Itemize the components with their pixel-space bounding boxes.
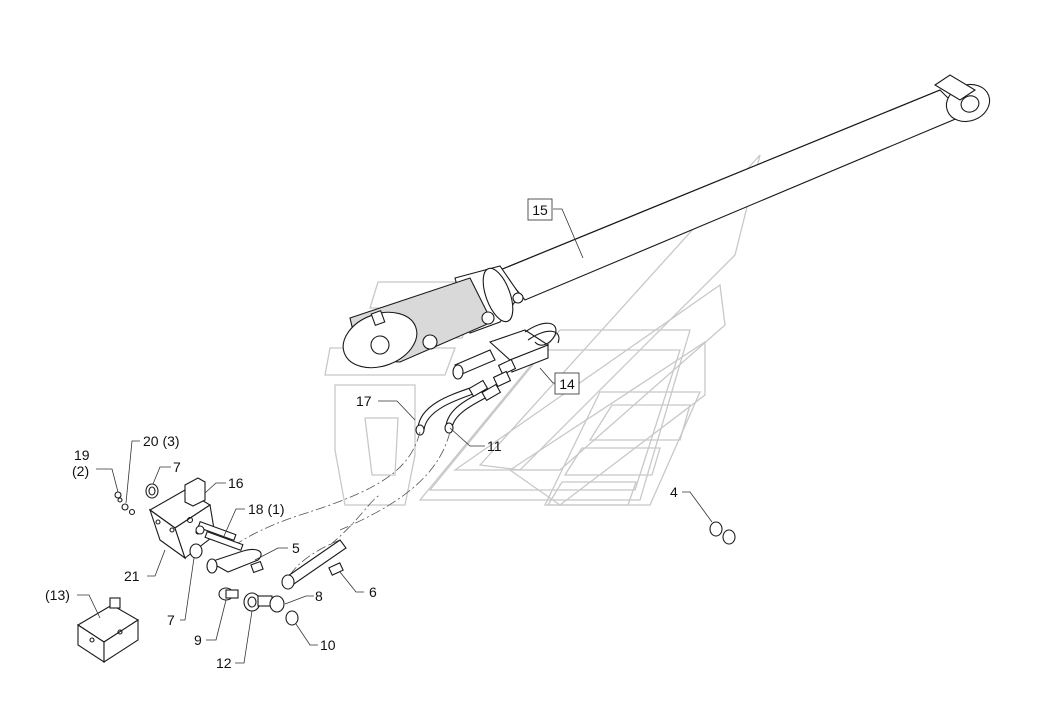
hydraulic-cylinder [342, 74, 991, 369]
callout-4: 4 [670, 484, 678, 500]
callout-12: 12 [216, 655, 232, 671]
callout-6: 6 [369, 584, 377, 600]
watermark-logo [324, 154, 761, 506]
callout-labels: 15 14 17 11 19 (2) 20 (3) 7 16 18 (1) 5 … [45, 202, 678, 671]
callout-7-lower: 7 [167, 612, 175, 628]
callout-box-14 [554, 372, 580, 395]
callout-15: 15 [532, 202, 548, 218]
callout-10: 10 [320, 637, 336, 653]
component-13-block [76, 597, 140, 664]
callout-14: 14 [559, 376, 575, 392]
routing-lines [234, 431, 451, 576]
callout-19-qty: (2) [72, 463, 89, 479]
callout-7-upper: 7 [173, 459, 181, 475]
callout-18: 18 (1) [248, 501, 285, 517]
callout-17: 17 [356, 393, 372, 409]
valve-block [148, 477, 216, 560]
fittings-cluster [114, 483, 736, 626]
callout-9: 9 [194, 632, 202, 648]
hose-pair [415, 379, 502, 436]
callout-5: 5 [292, 540, 300, 556]
callout-21: 21 [124, 568, 140, 584]
callout-11: 11 [487, 438, 502, 454]
callout-13: (13) [45, 587, 70, 603]
callout-8: 8 [315, 588, 323, 604]
callout-19: 19 [74, 447, 90, 463]
manifold-block-assembly [452, 322, 560, 388]
callout-16: 16 [228, 475, 244, 491]
callout-20: 20 (3) [143, 433, 180, 449]
callout-box-15 [527, 198, 553, 221]
